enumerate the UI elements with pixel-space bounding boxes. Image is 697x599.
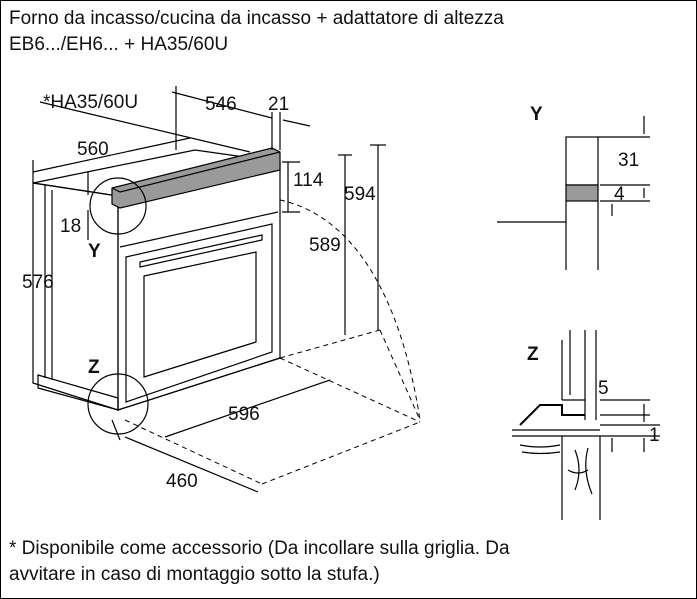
oven-bottom-edge (117, 357, 281, 411)
label-y-main: Y (88, 241, 101, 262)
dimension-lines (32, 86, 386, 493)
detail-y-title: Y (530, 104, 543, 125)
label-460: 460 (166, 471, 198, 492)
detail-z-foot (519, 404, 585, 426)
title-line-1: Forno da incasso/cucina da incasso + ada… (9, 8, 504, 29)
oven-door (125, 223, 273, 403)
cabinet-arc (279, 199, 421, 421)
label-589: 589 (309, 235, 341, 256)
footnote-text-1: Disponibile come accessorio (Da incollar… (16, 538, 510, 559)
detail-y-31: 31 (618, 150, 639, 171)
height-adapter (111, 147, 281, 209)
label-adapter: *HA35/60U (43, 92, 138, 113)
detail-z-wood-grain (567, 447, 593, 495)
label-18: 18 (60, 216, 81, 237)
detail-z-title: Z (527, 344, 539, 365)
detail-z-5: 5 (598, 378, 609, 399)
label-21: 21 (268, 94, 289, 115)
detail-circle-y (89, 177, 147, 235)
footnote-line-2: avvitare in caso di montaggio sotto la s… (9, 564, 380, 585)
label-114: 114 (293, 170, 324, 191)
oven-bottom-rail (37, 374, 119, 411)
detail-y-adapter (565, 184, 599, 202)
footnote-line-1: * Disponibile come accessorio (Da incoll… (9, 536, 689, 562)
control-panel-edge (119, 211, 279, 248)
door-window (143, 251, 257, 378)
adapter-strip (111, 147, 281, 209)
label-594: 594 (344, 184, 376, 205)
diagram-title: Forno da incasso/cucina da incasso + ada… (9, 6, 689, 58)
footnote-star: * (9, 538, 17, 559)
detail-y-4: 4 (614, 184, 625, 205)
cabinet-outline (124, 199, 421, 485)
footnote: * Disponibile come accessorio (Da incoll… (9, 536, 689, 588)
label-546: 546 (205, 94, 237, 115)
detail-z: Z 5 1 (512, 330, 660, 520)
detail-y: Y 31 4 (497, 104, 650, 270)
label-596: 596 (228, 404, 260, 425)
detail-z-1: 1 (649, 425, 660, 446)
label-576: 576 (22, 272, 54, 293)
label-z-main: Z (88, 357, 100, 378)
door-handle (139, 234, 263, 268)
label-560: 560 (77, 139, 109, 160)
title-line-2: EB6.../EH6... + HA35/60U (9, 34, 229, 55)
